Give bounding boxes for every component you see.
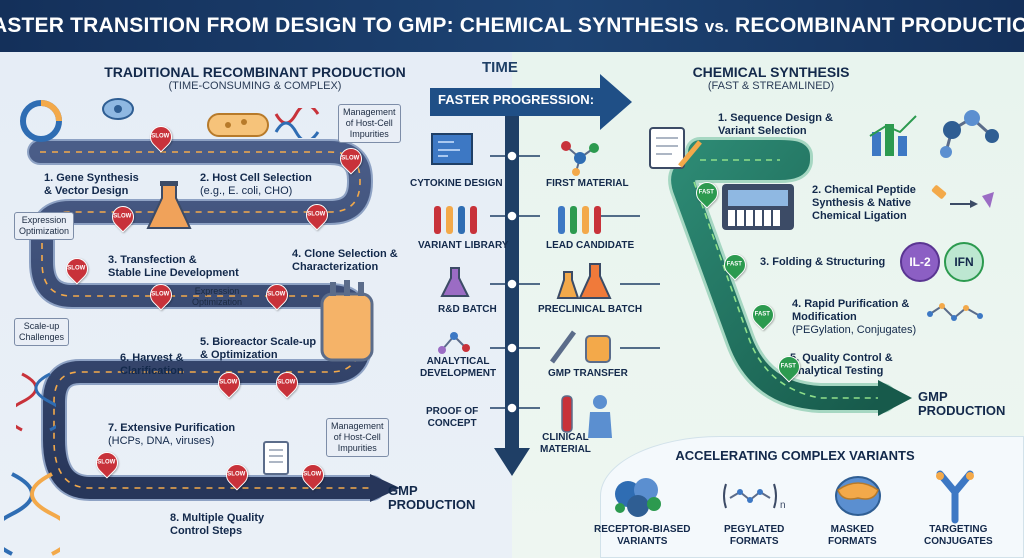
- dna-helix-icon: [16, 372, 56, 432]
- time-label: TIME: [482, 59, 518, 76]
- recombinant-heading: TRADITIONAL RECOMBINANT PRODUCTION (TIME…: [104, 64, 406, 92]
- ifn-badge: IFN: [944, 242, 984, 282]
- timeline-row-3-right: PRECLINICAL BATCH: [538, 304, 643, 315]
- chemical-heading: CHEMICAL SYNTHESIS (FAST & STREAMLINED): [692, 64, 850, 92]
- flask-icon: [146, 181, 192, 229]
- notepad-pen-icon: [649, 127, 702, 169]
- recombinant-step-1: 1. Gene Synthesis& Vector Design: [44, 172, 139, 197]
- chemical-arrow-head: [878, 380, 912, 416]
- dna-helix-icon: [274, 108, 320, 138]
- recombinant-step-7: 7. Extensive Purification(HCPs, DNA, vir…: [108, 422, 236, 447]
- faster-progression-label: FASTER PROGRESSION:: [438, 92, 595, 107]
- synthesizer-icon: [722, 184, 794, 230]
- timeline-row-1-right: FIRST MATERIAL: [546, 178, 629, 189]
- timeline-row-3-left: R&D BATCH: [438, 304, 497, 315]
- bacteria-icon: [207, 113, 269, 137]
- chemical-synthesis-road: [668, 137, 912, 416]
- timeline-row-1-left: CYTOKINE DESIGN: [410, 178, 503, 189]
- antibody-icon: [936, 470, 974, 524]
- peg-subscript: n: [780, 500, 786, 511]
- test-tubes-icon: [558, 206, 601, 234]
- network-icon: [438, 332, 470, 354]
- recombinant-step-2: 2. Host Cell Selection(e.g., E. coli, CH…: [200, 172, 312, 197]
- time-arrow: [494, 100, 530, 476]
- blueprint-icon: [431, 133, 473, 165]
- timeline-row-2-left: VARIANT LIBRARY: [418, 240, 509, 251]
- chemical-step-3: 3. Folding & Structuring: [760, 256, 886, 268]
- molecule-icon: [561, 141, 599, 176]
- recombinant-step-4: 4. Clone Selection &Characterization: [292, 248, 398, 273]
- variants-heading: ACCELERATING COMPLEX VARIANTS: [675, 448, 915, 463]
- chemical-step-1: 1. Sequence Design &Variant Selection: [718, 112, 833, 137]
- faster-progression-arrow: [430, 74, 632, 130]
- ligation-icon: [931, 185, 994, 208]
- peptide-chain-icon: [927, 303, 983, 321]
- protein-cluster-icon: [615, 478, 661, 517]
- timeline-row-4-left: ANALYTICAL DEVELOPMENT: [420, 356, 497, 379]
- timeline-row-5-left: PROOF OF CONCEPT: [426, 406, 479, 429]
- timeline-connectors: [490, 150, 660, 414]
- timeline-row-2-right: LEAD CANDIDATE: [546, 240, 635, 251]
- timeline-row-4-right: GMP TRANSFER: [548, 368, 628, 379]
- recombinant-step-5: 5. Bioreactor Scale-up& Optimization: [200, 336, 317, 361]
- bar-chart-molecule-icon: [869, 110, 999, 158]
- bioreactor-icon: [320, 280, 374, 362]
- mask-icon: [835, 476, 881, 516]
- recombinant-step-6: 6. Harvest &Clarification: [120, 352, 184, 377]
- title-banner: FASTER TRANSITION FROM DESIGN TO GMP: CH…: [0, 0, 1024, 52]
- flask-icon: [440, 267, 470, 297]
- dna-helix-icon: [4, 472, 60, 556]
- chemical-step-5: 5. Quality Control &Analytical Testing: [790, 352, 893, 377]
- pipette-tank-icon: [549, 330, 611, 364]
- test-tubes-icon: [434, 206, 477, 234]
- plasmid-ring-icon: [20, 100, 62, 142]
- page-title: FASTER TRANSITION FROM DESIGN TO GMP: CH…: [0, 14, 1024, 37]
- recombinant-step-3: 3. Transfection &Stable Line Development: [108, 254, 239, 279]
- il2-badge: IL-2: [900, 242, 940, 282]
- chemical-step-4: 4. Rapid Purification &Modification(PEGy…: [792, 298, 917, 336]
- peg-chain-icon: [723, 483, 777, 509]
- recombinant-arrow-head: [370, 474, 400, 502]
- cell-icon: [102, 98, 134, 120]
- vial-person-icon: [561, 395, 612, 438]
- flasks-icon: [556, 263, 612, 299]
- timeline-row-5-right: CLINICAL MATERIAL: [540, 432, 591, 455]
- document-icon: [263, 441, 289, 475]
